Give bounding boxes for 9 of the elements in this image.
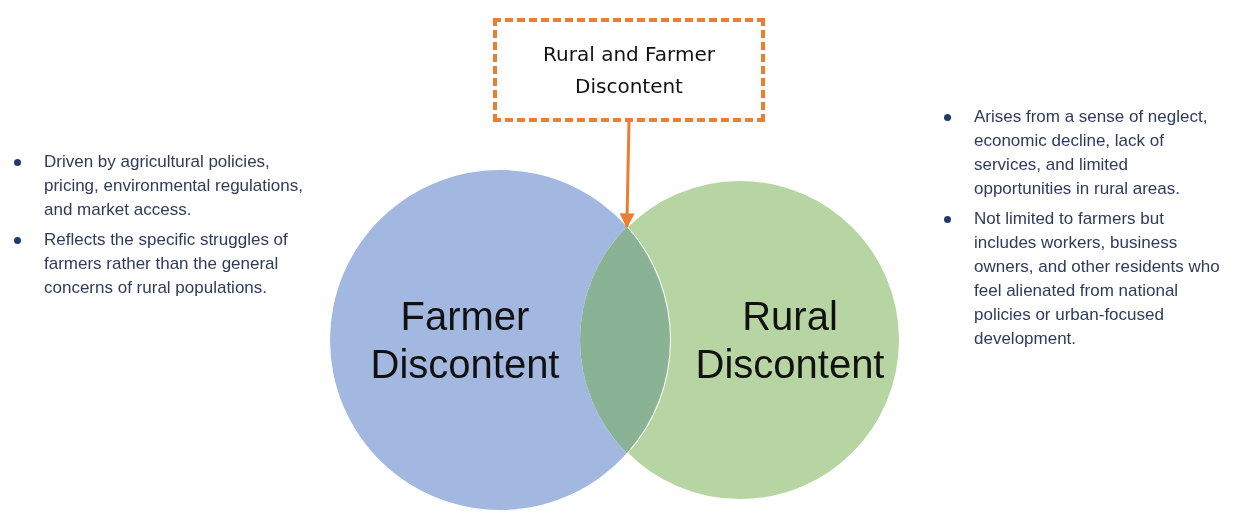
bullet-text: Not limited to farmers but includes workers, business owners, and other residents who feel alienated from national policies or urban-focused development.	[974, 208, 1221, 350]
circle-label: Rural Discontent	[694, 293, 886, 388]
bullet-text: Driven by agricultural policies, pricing, environmental regulations, and market access.	[44, 151, 304, 221]
bullet-text: Reflects the specific struggles of farmers rather than the general concerns of rural populations.	[44, 229, 289, 299]
circle-label: Farmer Discontent	[369, 293, 561, 388]
bullet-text: Arises from a sense of neglect, economic decline, lack of services, and limited opportunities in rural areas.	[974, 106, 1209, 200]
overlap-region	[580, 226, 670, 454]
arrow	[619, 121, 635, 229]
dashed-callout-box: Rural and Farmer Discontent	[493, 18, 765, 122]
